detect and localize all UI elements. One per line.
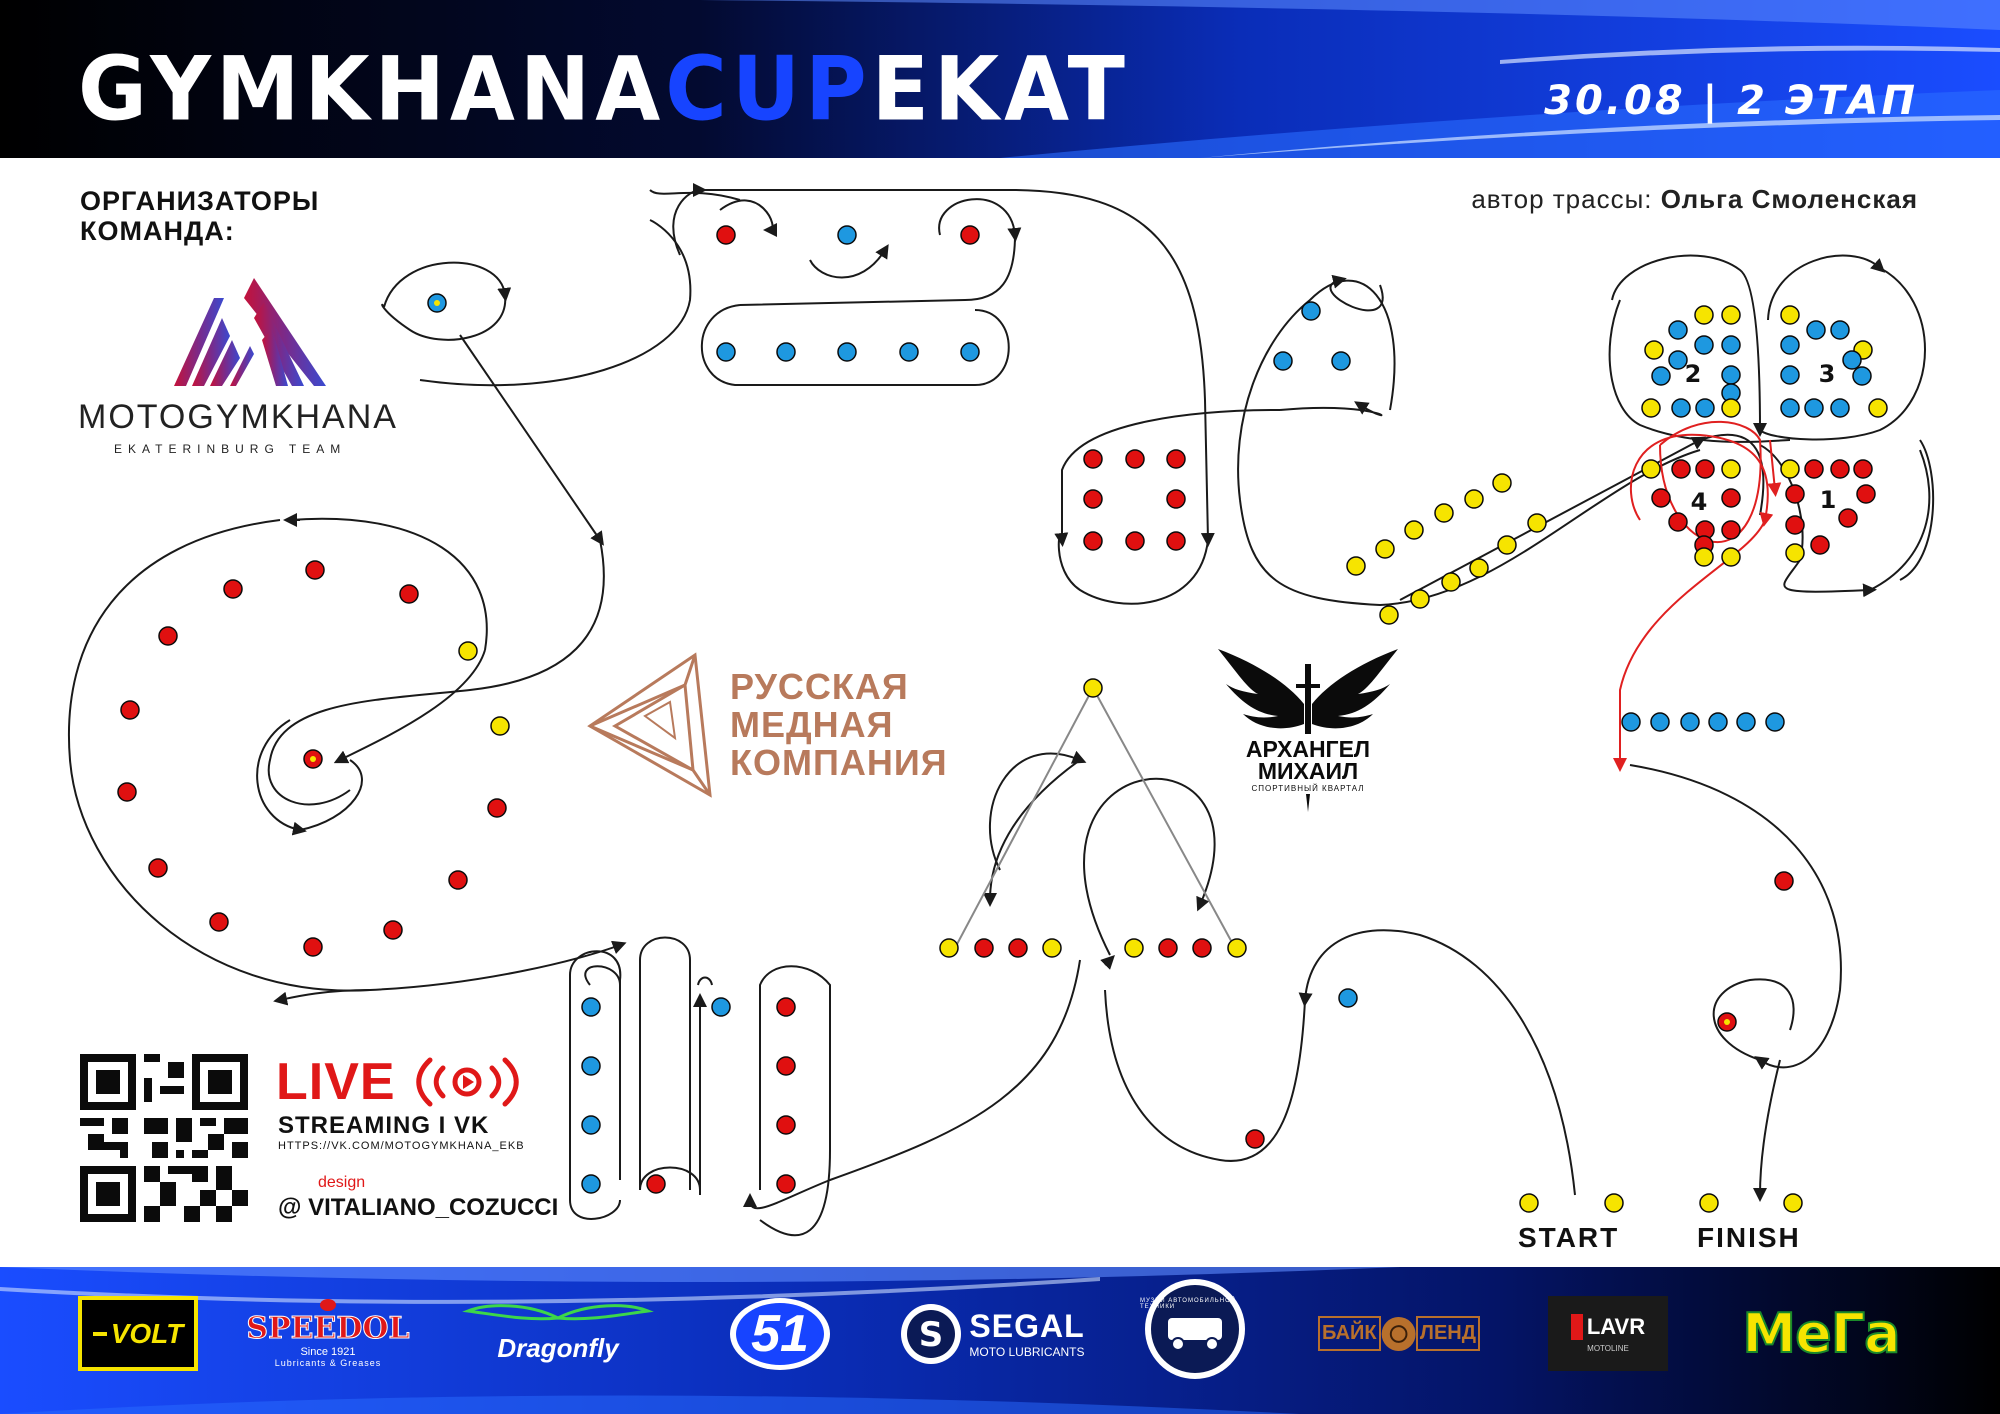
motogymkhana-logo-icon: [174, 278, 326, 386]
box-number-2: 2: [1685, 360, 1702, 388]
bikeland-name-left: БАЙК: [1318, 1316, 1381, 1351]
design-label: design: [318, 1174, 366, 1191]
streaming-label: STREAMING I VK: [278, 1112, 490, 1139]
live-label: LIVE: [276, 1053, 396, 1111]
course-map: 2 3 4 1: [68, 183, 1935, 1237]
sponsor-dragonfly: Dragonfly: [448, 1296, 668, 1371]
lavr-sub: MOTOLINE: [1587, 1344, 1629, 1353]
moto51-name: 51: [751, 1304, 809, 1363]
mega-name: МеГа: [1741, 1301, 1901, 1366]
speedol-logo-icon: [320, 1299, 336, 1311]
sponsor-51: 51: [720, 1296, 840, 1371]
vk-url: HTTPS://VK.COM/MOTOGYMKHANA_EKB: [278, 1140, 525, 1152]
designer-handle: @ VITALIANO_COZUCCI: [278, 1194, 559, 1221]
moto51-logo-icon: [730, 1297, 830, 1370]
copper-company-logo-icon: [587, 652, 712, 798]
archangel-subtitle: СПОРТИВНЫЙ КВАРТАЛ: [1251, 784, 1365, 793]
event-date-stage: 30.08 | 2 ЭТАП: [1544, 78, 1918, 124]
triangle-guides: [954, 687, 1236, 949]
motogymkhana-subtitle: EKATERINBURG TEAM: [114, 442, 347, 456]
dragonfly-logo-icon: [462, 1304, 654, 1321]
sponsor-segal: S SEGAL MOTO LUBRICANTS: [892, 1296, 1092, 1371]
segal-sub: MOTO LUBRICANTS: [969, 1345, 1085, 1359]
speedol-since: Since 1921: [300, 1346, 356, 1358]
museum-logo-icon: [1145, 1278, 1245, 1379]
volt-name: VOLT: [110, 1317, 184, 1349]
sponsor-lavr: LAVR MOTOLINE: [1548, 1296, 1668, 1371]
archangel-name: АРХАНГЕЛ МИХАИЛ: [1245, 736, 1371, 784]
motogymkhana-name: MOTOGYMKHANA: [78, 398, 398, 436]
start-label: START: [1518, 1222, 1620, 1253]
cones: [117, 225, 1888, 1213]
route-paths: [68, 183, 1935, 1237]
header-banner: GYMKHANACUPEKAT 30.08 | 2 ЭТАП: [0, 0, 2000, 158]
svg-text:S: S: [919, 1315, 944, 1355]
sponsor-museum: МУЗЕЙ АВТОМОБИЛЬНОЙ ТЕХНИКИ: [1140, 1278, 1250, 1379]
speedol-name: SPEEDOL: [246, 1311, 410, 1347]
volt-logo-icon: [92, 1331, 107, 1336]
box-number-3: 3: [1819, 360, 1836, 388]
copper-company-name: РУССКАЯ МЕДНАЯ КОМПАНИЯ: [730, 666, 948, 783]
museum-name: МУЗЕЙ АВТОМОБИЛЬНОЙ ТЕХНИКИ: [1140, 1298, 1237, 1310]
organizers-heading: ОРГАНИЗАТОРЫ КОМАНДА:: [80, 186, 320, 246]
box-numbers: 2 3 4 1: [1685, 360, 1837, 516]
archangel-logo-icon: [1218, 649, 1398, 812]
course-author: автор трассы: Ольга Смоленская: [1471, 184, 1918, 214]
sponsor-speedol: SPEEDOL Since 1921 Lubricants & Greases: [246, 1296, 410, 1371]
dragonfly-name: Dragonfly: [497, 1333, 619, 1363]
broadcast-icon: [416, 1057, 519, 1107]
finish-label: FINISH: [1697, 1222, 1801, 1253]
bikeland-logo-icon: [1381, 1316, 1416, 1351]
header-background: [0, 0, 2000, 158]
sponsor-mega: МеГа: [1726, 1296, 1916, 1371]
sponsor-volt: VOLT: [78, 1296, 198, 1371]
sponsor-bikeland: БАЙК ЛЕНД: [1318, 1296, 1480, 1371]
segal-logo-icon: S: [901, 1303, 962, 1364]
bikeland-name-right: ЛЕНД: [1415, 1316, 1480, 1351]
box-number-4: 4: [1691, 488, 1708, 516]
box-number-1: 1: [1820, 486, 1837, 514]
segal-name: SEGAL: [969, 1308, 1085, 1344]
lavr-name: LAVR: [1570, 1314, 1645, 1340]
event-title: GYMKHANACUPEKAT: [78, 37, 1130, 141]
qr-code-icon: [80, 1054, 248, 1222]
speedol-lubricants: Lubricants & Greases: [274, 1358, 382, 1368]
